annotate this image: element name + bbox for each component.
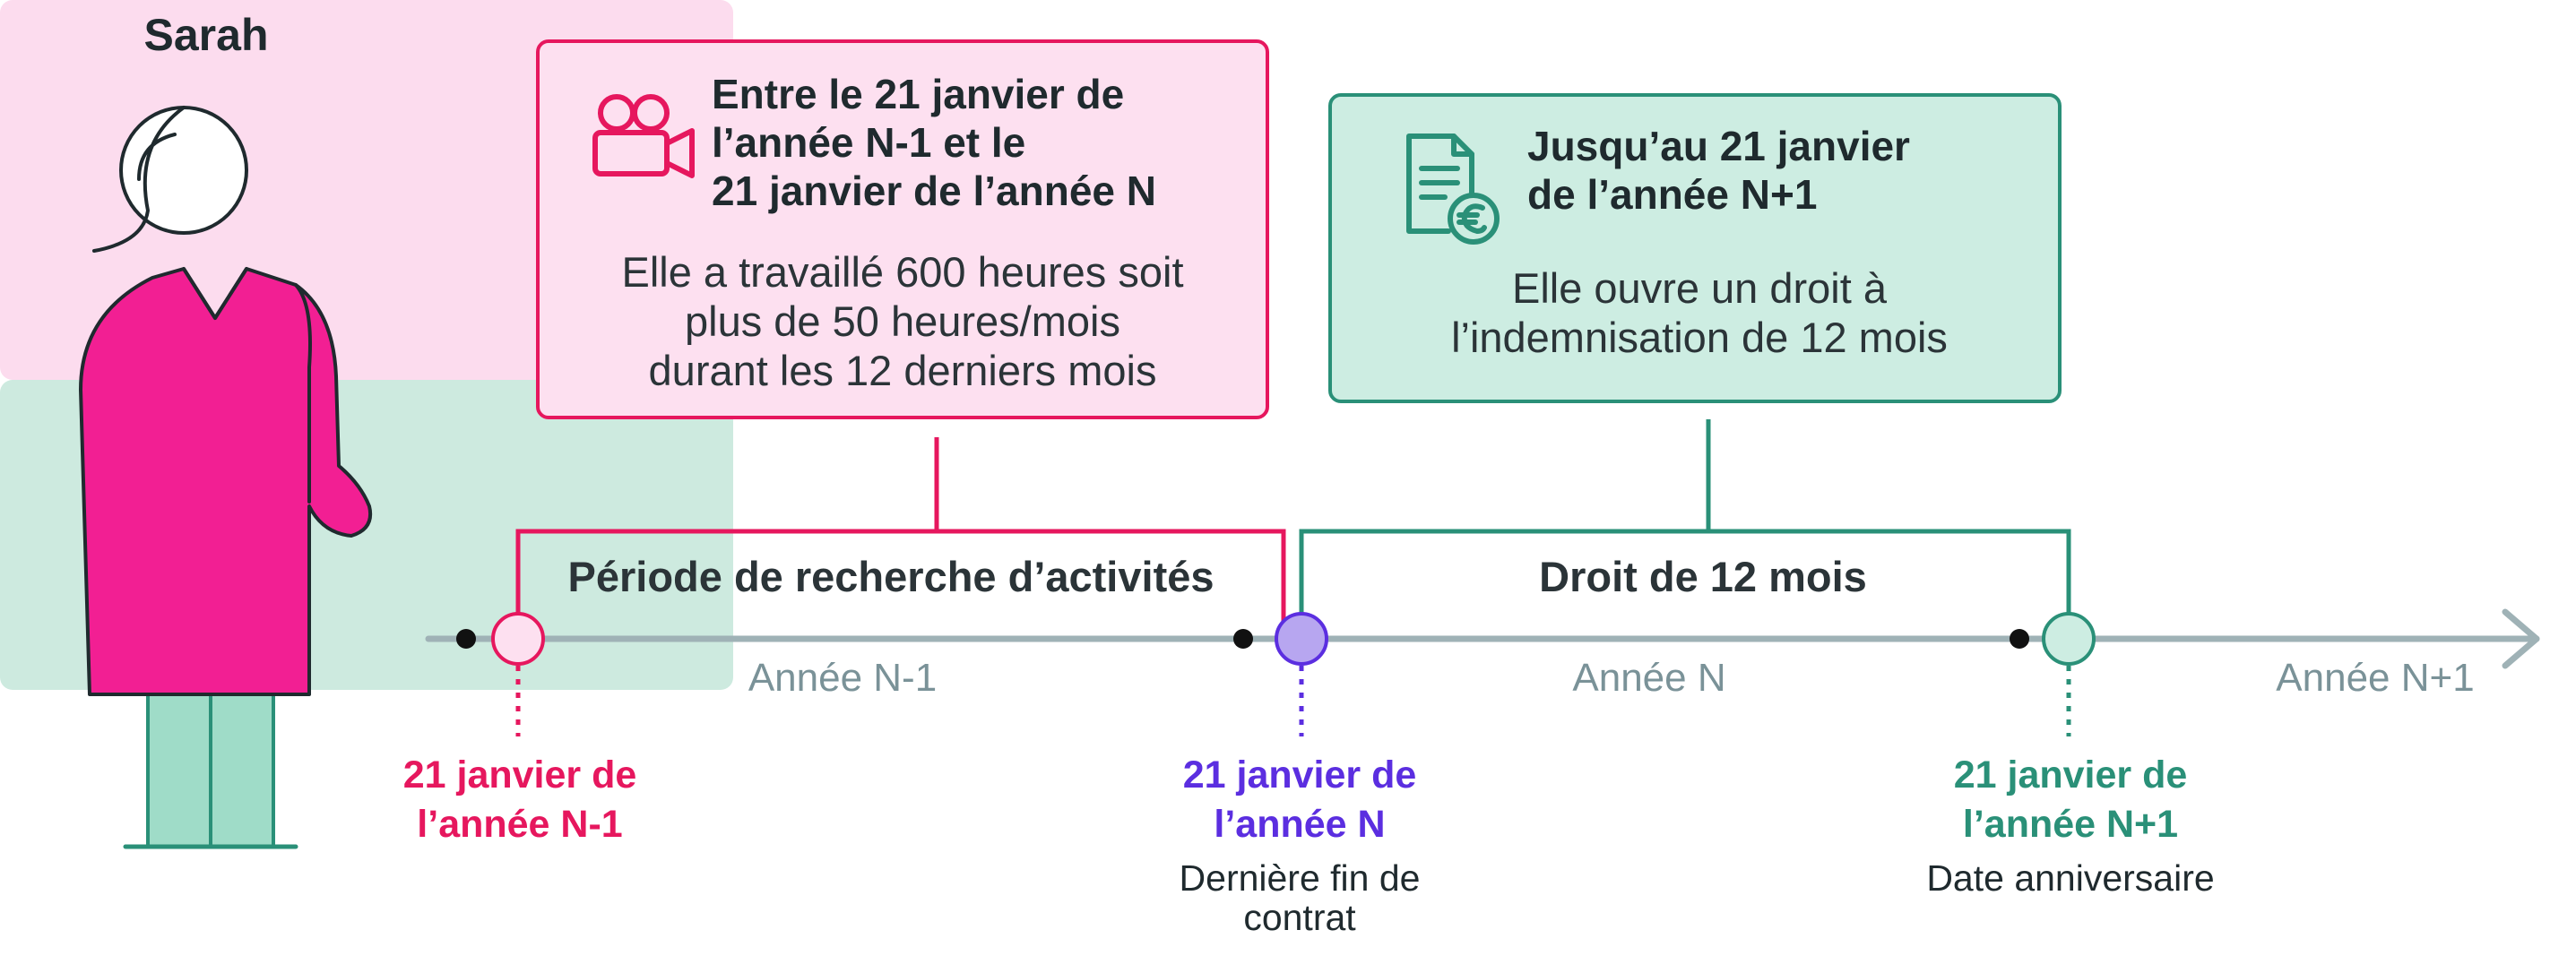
pink-card: Entre le 21 janvier de l’année N-1 et le… — [536, 39, 1269, 419]
green-card-body: Elle ouvre un droit à l’indemnisation de… — [1359, 263, 2040, 362]
year-label: Année N — [1524, 656, 1775, 701]
person-figure — [81, 108, 370, 847]
green-card: Jusqu’au 21 janvier de l’année N+1 Elle … — [1328, 93, 2062, 403]
date-sub-label-2: Dernière fin de contrat — [1129, 858, 1470, 937]
green-card-title: Jusqu’au 21 janvier de l’année N+1 — [1527, 122, 2029, 219]
axis-dot-3 — [2010, 629, 2029, 649]
date-label-2: 21 janvier de l’année N — [1138, 751, 1461, 849]
date-marker-1 — [493, 614, 543, 664]
document-euro-icon — [1398, 131, 1506, 247]
date-marker-2 — [1276, 614, 1327, 664]
year-label: Année N-1 — [717, 656, 968, 701]
date-sub-label-3: Date anniversaire — [1882, 858, 2259, 898]
date-label-1: 21 janvier de l’année N-1 — [359, 751, 681, 849]
video-camera-icon — [590, 88, 697, 186]
date-marker-3 — [2044, 614, 2094, 664]
person-body — [81, 269, 370, 694]
date-label-3: 21 janvier de l’année N+1 — [1909, 751, 2232, 849]
pink-card-title: Entre le 21 janvier de l’année N-1 et le… — [712, 70, 1258, 215]
year-label: Année N+1 — [2241, 656, 2510, 701]
axis-dot-1 — [456, 629, 476, 649]
pink-card-body: Elle a travaillé 600 heures soit plus de… — [566, 247, 1239, 395]
axis-dot-2 — [1233, 629, 1253, 649]
bracket-label-pink: Période de recherche d’activités — [514, 552, 1267, 601]
bracket-label-green: Droit de 12 mois — [1300, 552, 2106, 601]
